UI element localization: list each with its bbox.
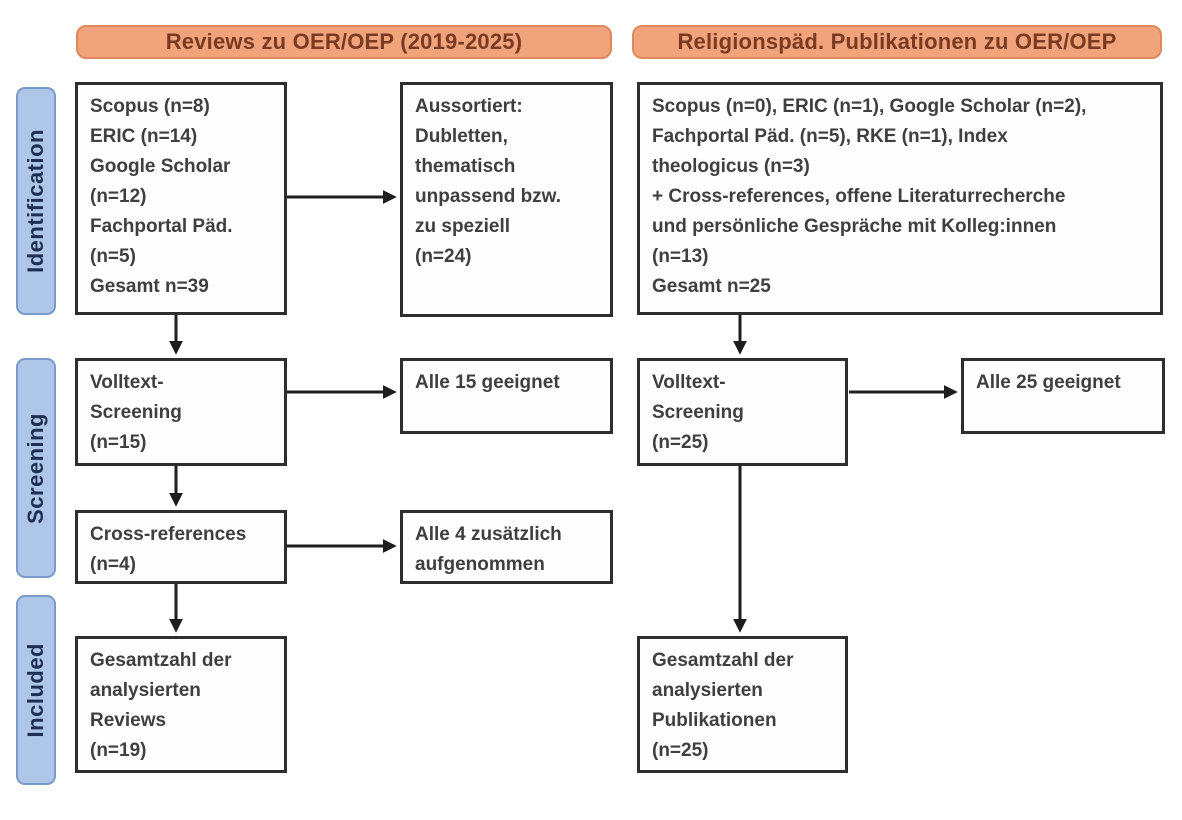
box-right-fulltext-screening: Volltext- Screening (n=25) xyxy=(637,358,848,466)
phase-label-included: Included xyxy=(16,595,56,785)
phase-label-identification: Identification xyxy=(16,87,56,315)
box-left-excluded: Aussortiert: Dubletten, thematisch unpas… xyxy=(400,82,613,317)
phase-label-screening: Screening xyxy=(16,358,56,578)
phase-label-screening-text: Screening xyxy=(23,412,48,524)
box-left-crossref: Cross-references (n=4) xyxy=(75,510,287,584)
box-left-fulltext-result: Alle 15 geeignet xyxy=(400,358,613,434)
phase-label-included-text: Included xyxy=(23,642,48,738)
box-right-included-total: Gesamtzahl der analysierten Publikatione… xyxy=(637,636,848,773)
box-left-sources: Scopus (n=8) ERIC (n=14) Google Scholar … xyxy=(75,82,287,315)
column-header-religionspaed: Religionspäd. Publikationen zu OER/OEP xyxy=(632,25,1162,59)
phase-label-identification-text: Identification xyxy=(23,129,48,273)
box-right-fulltext-result: Alle 25 geeignet xyxy=(961,358,1165,434)
box-left-fulltext-screening: Volltext- Screening (n=15) xyxy=(75,358,287,466)
box-right-sources: Scopus (n=0), ERIC (n=1), Google Scholar… xyxy=(637,82,1163,315)
box-left-included-total: Gesamtzahl der analysierten Reviews (n=1… xyxy=(75,636,287,773)
column-header-reviews: Reviews zu OER/OEP (2019-2025) xyxy=(76,25,612,59)
box-left-crossref-result: Alle 4 zusätzlich aufgenommen xyxy=(400,510,613,584)
